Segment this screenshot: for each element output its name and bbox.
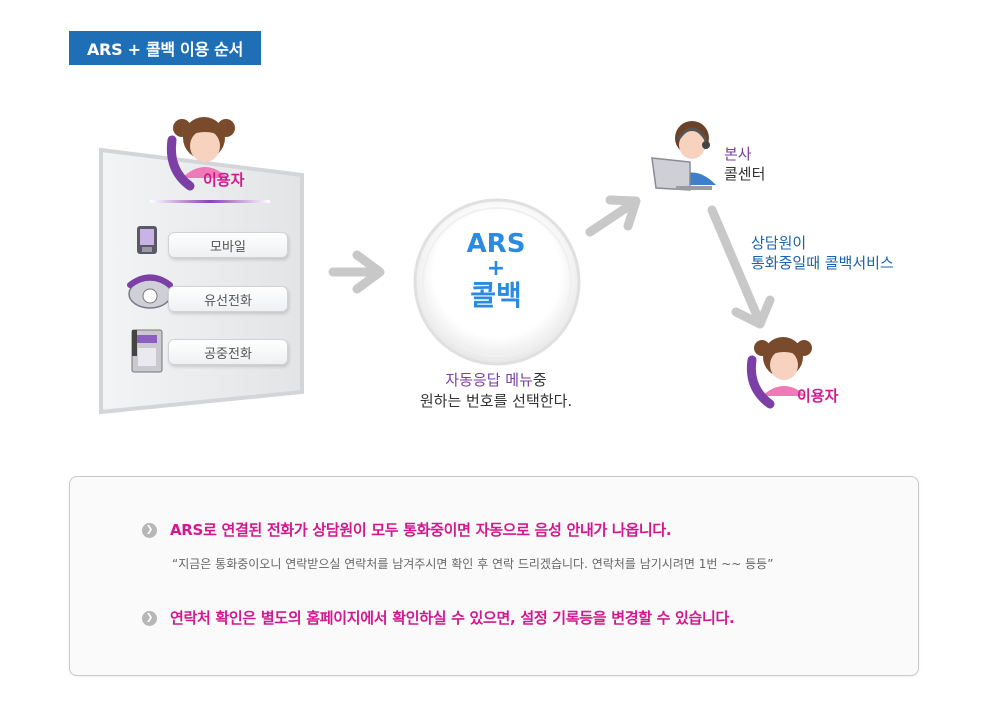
panel-divider (150, 200, 270, 203)
callback-note: 상담원이 통화중일때 콜백서비스 (751, 233, 894, 273)
option-payphone[interactable]: 공중전화 (168, 339, 288, 365)
payphone-icon (131, 329, 163, 373)
user-label-bottom: 이용자 (797, 387, 839, 405)
call-center-line2: 콜센터 (724, 165, 766, 183)
ars-text: ARS (466, 229, 526, 259)
plus-text: + (486, 256, 506, 281)
option-landline[interactable]: 유선전화 (168, 286, 288, 312)
arrow-right-icon (328, 250, 385, 294)
page-title: ARS + 콜백 이용 순서 (69, 31, 261, 65)
user-avatar-icon-callback (746, 337, 812, 409)
mobile-phone-icon (137, 226, 157, 254)
bullet-arrow-icon: ❯ (142, 523, 157, 538)
user-label-top: 이용자 (203, 171, 245, 189)
option-mobile[interactable]: 모바일 (168, 232, 288, 258)
center-caption: 자동응답 메뉴중 원하는 번호를 선택한다. (386, 370, 606, 412)
caption-line2: 원하는 번호를 선택한다. (419, 392, 573, 410)
caption-rest: 중 (532, 371, 547, 389)
ars-callback-circle (413, 198, 581, 366)
arrow-up-right-icon (585, 195, 641, 237)
info-item-2: 연락처 확인은 별도의 홈페이지에서 확인하실 수 있으면, 설정 기록등을 변… (170, 609, 735, 627)
callback-note-line2: 통화중일때 콜백서비스 (751, 254, 894, 272)
info-item-1: ARS로 연결된 전화가 상담원이 모두 통화중이면 자동으로 음성 안내가 나… (170, 521, 672, 539)
landline-phone-icon (127, 274, 173, 309)
arrow-down-right-icon (707, 205, 775, 329)
call-center-line1: 본사 (724, 145, 752, 163)
bullet-arrow-icon-2: ❯ (142, 611, 157, 626)
callback-text: 콜백 (470, 279, 522, 312)
info-box: ❯ ARS로 연결된 전화가 상담원이 모두 통화중이면 자동으로 음성 안내가… (69, 476, 919, 676)
caption-highlight: 자동응답 메뉴 (445, 371, 533, 389)
call-center-label: 본사 콜센터 (724, 144, 765, 184)
callback-note-line1: 상담원이 (751, 234, 807, 252)
info-item-1-detail: “지금은 통화중이오니 연락받으실 연락처를 남겨주시면 확인 후 연락 드리겠… (172, 557, 774, 571)
ars-callback-label: ARS + 콜백 (416, 230, 576, 312)
call-center-operator-icon (651, 121, 716, 191)
user-avatar-icon (166, 117, 235, 191)
